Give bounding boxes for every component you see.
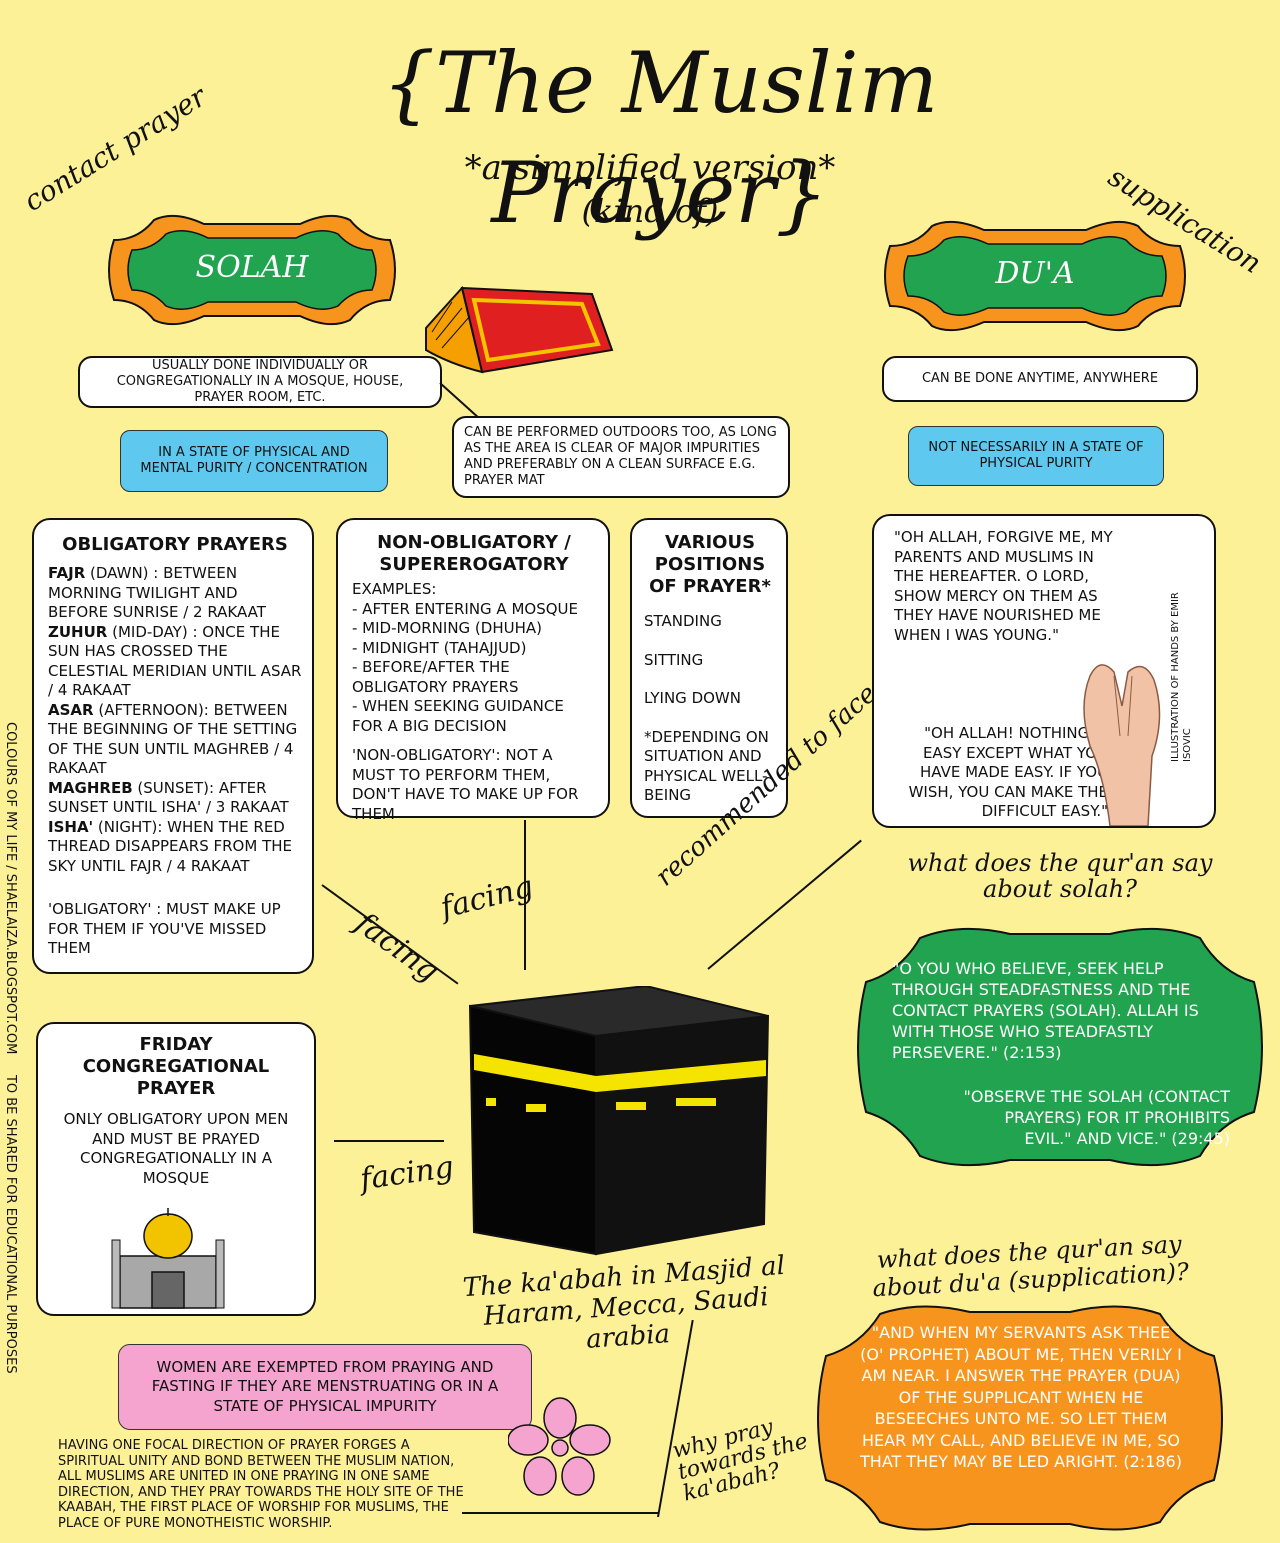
solah-frame-shape: [108, 214, 396, 326]
prayer-desc: (AFTERNOON): BETWEEN THE BEGINNING OF TH…: [48, 700, 298, 778]
position-item: LYING DOWN: [644, 689, 741, 707]
obligatory-heading: OBLIGATORY PRAYERS: [62, 534, 288, 555]
solah-outdoors-note: CAN BE PERFORMED OUTDOORS TOO, AS LONG A…: [452, 416, 790, 498]
prayer-desc: (DAWN) : BETWEEN MORNING TWILIGHT AND BE…: [48, 564, 266, 621]
non-obligatory-heading: NON-OBLIGATORY / SUPEREROGATORY: [377, 532, 571, 575]
contact-prayer-label: contact prayer: [18, 79, 213, 218]
obligatory-footnote: 'OBLIGATORY' : MUST MAKE UP FOR THEM IF …: [48, 900, 281, 957]
examples-label: EXAMPLES:: [352, 580, 437, 598]
quran-dua-quote: "AND WHEN MY SERVANTS ASK THEE (O' PROPH…: [860, 1323, 1182, 1471]
solah-label: SOLAH: [195, 250, 309, 285]
women-exemption-note: WOMEN ARE EXEMPTED FROM PRAYING AND FAST…: [118, 1344, 532, 1430]
quran-dua-question: what does the qur'an say about du'a (sup…: [871, 1230, 1190, 1303]
prayer-fajr: FAJR (DAWN) : BETWEEN MORNING TWILIGHT A…: [48, 564, 302, 623]
prayer-zuhur: ZUHUR (MID-DAY) : ONCE THE SUN HAS CROSS…: [48, 623, 302, 701]
prayer-desc: (SUNSET): AFTER SUNSET UNTIL ISHA' / 3 R…: [48, 778, 289, 817]
dua-quote-2: "OH ALLAH! NOTHING IS EASY EXCEPT WHAT Y…: [908, 724, 1108, 820]
connector-line: [707, 839, 862, 970]
dua-quotes-card: "OH ALLAH, FORGIVE ME, MY PARENTS AND MU…: [872, 514, 1216, 828]
quran-solah-bubble: "O YOU WHO BELIEVE, SEEK HELP THROUGH ST…: [850, 922, 1270, 1172]
quran-solah-quote-2: "OBSERVE THE SOLAH (CONTACT PRAYERS) FOR…: [963, 1087, 1230, 1148]
subtitle-kind-of: (kind of): [581, 192, 719, 230]
prayer-name: ASAR: [48, 700, 94, 719]
position-item: SITTING: [644, 650, 704, 669]
solah-purity-note: IN A STATE OF PHYSICAL AND MENTAL PURITY…: [120, 430, 388, 492]
solah-location-note: USUALLY DONE INDIVIDUALLY OR CONGREGATIO…: [78, 356, 442, 408]
example-item: - MIDNIGHT (TAHAJJUD): [352, 638, 527, 657]
prayer-mat-illustration: [425, 285, 614, 374]
prayer-name: MAGHREB: [48, 778, 133, 797]
dua-label: DU'A: [995, 256, 1075, 291]
prayer-maghreb: MAGHREB (SUNSET): AFTER SUNSET UNTIL ISH…: [48, 779, 302, 818]
positions-footnote: *DEPENDING ON SITUATION AND PHYSICAL WEL…: [644, 727, 769, 805]
dua-quote-1: "OH ALLAH, FORGIVE ME, MY PARENTS AND MU…: [894, 528, 1113, 644]
focal-direction-text: HAVING ONE FOCAL DIRECTION OF PRAYER FOR…: [58, 1438, 464, 1531]
non-obligatory-card: NON-OBLIGATORY / SUPEREROGATORY EXAMPLES…: [336, 518, 610, 823]
position-item: STANDING: [644, 612, 722, 630]
mosque-illustration: [111, 1208, 225, 1309]
non-obligatory-footnote: 'NON-OBLIGATORY': NOT A MUST TO PERFORM …: [352, 746, 579, 823]
connector-line: [334, 1140, 444, 1142]
example-item: - AFTER ENTERING A MOSQUE: [352, 599, 578, 618]
prayer-name: FAJR: [48, 564, 86, 582]
flower-icon: [508, 1397, 611, 1496]
quran-solah-question: what does the qur'an say about solah?: [907, 849, 1213, 903]
praying-hands-illustration: [1083, 664, 1161, 826]
kaabah-illustration: [468, 986, 770, 1256]
side-credit: COLOURS OF MY LIFE / SHAELAIZA.BLOGSPOT.…: [3, 722, 18, 1374]
example-item: - WHEN SEEKING GUIDANCE FOR A BIG DECISI…: [352, 697, 564, 735]
obligatory-prayers-card: OBLIGATORY PRAYERS FAJR (DAWN) : BETWEEN…: [32, 518, 314, 974]
subtitle: *a simplified version*: [464, 148, 836, 188]
prayer-isha: ISHA' (NIGHT): WHEN THE RED THREAD DISAP…: [48, 818, 302, 877]
prayer-name: ZUHUR: [48, 622, 108, 641]
example-item: - MID-MORNING (DHUHA): [352, 619, 542, 637]
quran-solah-quote-1: "O YOU WHO BELIEVE, SEEK HELP THROUGH ST…: [892, 959, 1199, 1062]
women-exemption-text: WOMEN ARE EXEMPTED FROM PRAYING AND FAST…: [151, 1357, 499, 1415]
quran-dua-bubble: "AND WHEN MY SERVANTS ASK THEE (O' PROPH…: [810, 1300, 1230, 1536]
friday-text: ONLY OBLIGATORY UPON MEN AND MUST BE PRA…: [63, 1110, 289, 1187]
dua-purity-note: NOT NECESSARILY IN A STATE OF PHYSICAL P…: [908, 426, 1164, 486]
connector-line: [524, 820, 526, 970]
friday-heading: FRIDAY CONGREGATIONAL PRAYER: [82, 1034, 270, 1099]
dua-anytime-note: CAN BE DONE ANYTIME, ANYWHERE: [882, 356, 1198, 402]
prayer-name: ISHA': [48, 817, 94, 836]
facing-label: facing: [437, 869, 537, 926]
connector-line: [462, 1512, 658, 1514]
example-item: - BEFORE/AFTER THE OBLIGATORY PRAYERS: [352, 658, 519, 696]
dua-badge: DU'A: [880, 216, 1190, 336]
green-bubble-shape: [857, 927, 1263, 1167]
solah-badge: SOLAH: [104, 210, 400, 330]
facing-label: facing: [348, 905, 446, 990]
page-title: {The Muslim Prayer}: [381, 34, 939, 242]
prayer-asar: ASAR (AFTERNOON): BETWEEN THE BEGINNING …: [48, 701, 302, 779]
prayer-desc: (NIGHT): WHEN THE RED THREAD DISAPPEARS …: [48, 817, 292, 875]
positions-card: VARIOUS POSITIONS OF PRAYER* STANDING SI…: [630, 518, 788, 818]
prayer-desc: (MID-DAY) : ONCE THE SUN HAS CROSSED THE…: [48, 622, 302, 700]
friday-prayer-card: FRIDAY CONGREGATIONAL PRAYER ONLY OBLIGA…: [36, 1022, 316, 1316]
positions-heading: VARIOUS POSITIONS OF PRAYER*: [649, 532, 771, 597]
facing-label: facing: [358, 1149, 456, 1198]
dua-frame-shape: [884, 220, 1186, 332]
orange-bubble-shape: [817, 1305, 1223, 1531]
